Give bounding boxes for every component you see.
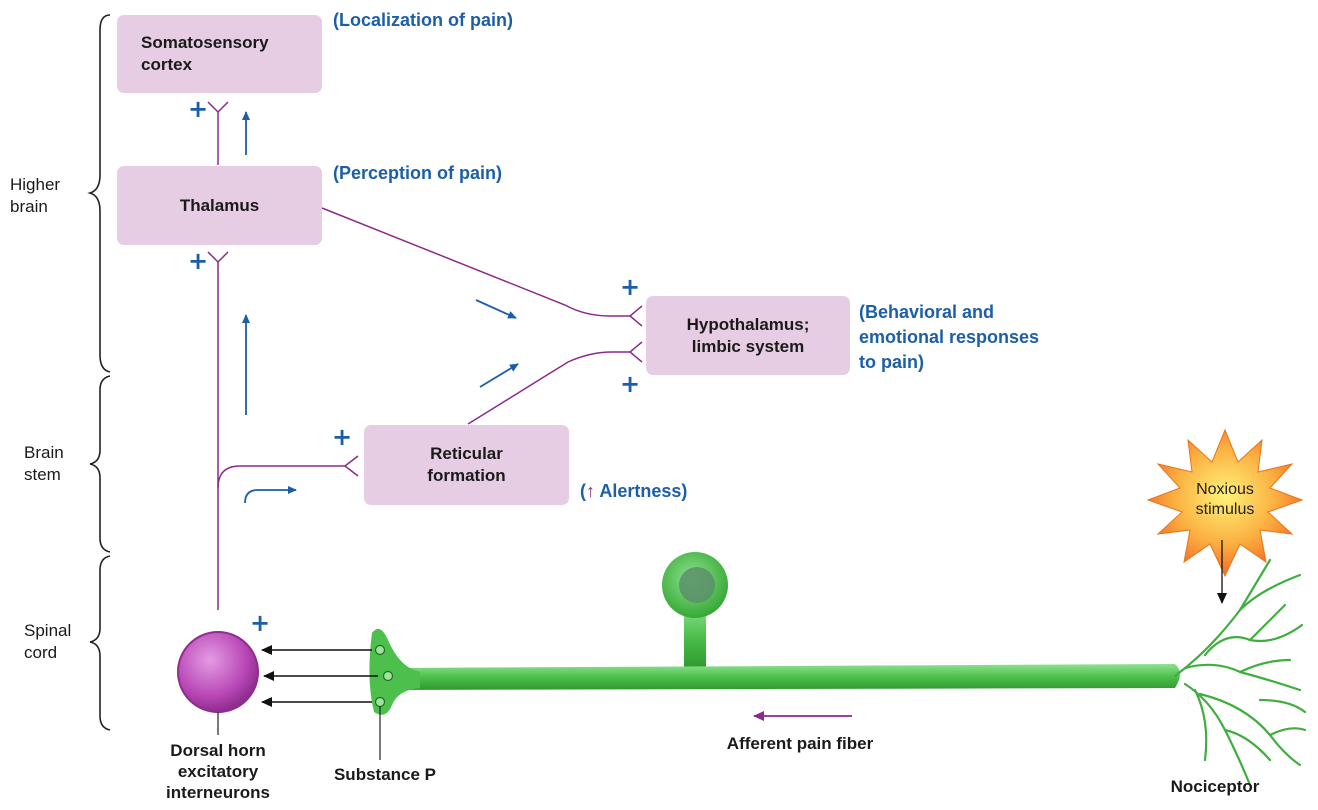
dorsal-horn-interneuron [177, 631, 259, 713]
region-higher-brain: Higher brain [10, 175, 61, 216]
alertness-up-arrow: ↑ [586, 481, 595, 501]
nociceptor-endings [1173, 558, 1307, 787]
ascending-pathway [207, 101, 643, 610]
plus-interneuron: + [250, 609, 271, 637]
label-substance-p: Substance P [333, 765, 437, 784]
label-noxious-stimulus: Noxious stimulus [1195, 481, 1255, 518]
region-spinal-cord: Spinal cord [24, 621, 72, 662]
plus-hypothalamus-top: + [620, 273, 641, 301]
note-perception: (Perception of pain) [333, 163, 503, 183]
plus-cortex: + [188, 95, 209, 123]
plus-reticular: + [332, 423, 353, 451]
arrow-thalamus-to-hypothalamus [475, 299, 517, 319]
brace-spinal-cord [89, 555, 111, 731]
substance-p-vesicle [374, 696, 386, 708]
arrow-reticular-to-hypothalamus [479, 363, 519, 388]
note-behavioral: (Behavioral and emotional responses to p… [859, 302, 1040, 372]
noxious-stimulus-burst [1146, 428, 1304, 578]
plus-hypothalamus-bottom: + [620, 370, 641, 398]
region-brain-stem: Brain stem [24, 443, 64, 484]
somatosensory-cortex-box: Somatosensory cortex [117, 15, 322, 93]
brace-brain-stem [89, 375, 111, 553]
reticular-formation-box: Reticular formation [364, 425, 569, 505]
note-alertness: (↑ Alertness) [580, 454, 687, 504]
note-localization: (Localization of pain) [333, 10, 513, 30]
flow-arrows [242, 111, 519, 504]
arrow-to-reticular [244, 486, 297, 504]
substance-p-vesicle [382, 670, 394, 682]
plus-thalamus: + [188, 247, 209, 275]
afferent-nucleus [679, 567, 715, 603]
hypothalamus-limbic-box: Hypothalamus; limbic system [646, 296, 850, 375]
substance-p-vesicle [374, 644, 386, 656]
afferent-neuron [369, 552, 1180, 760]
label-dorsal-horn: Dorsal horn excitatory interneurons [166, 741, 270, 802]
alertness-open-paren: ( [580, 481, 586, 501]
substance-p-arrows [261, 645, 378, 707]
thalamus-box: Thalamus [117, 166, 322, 245]
brace-higher-brain [87, 14, 111, 373]
label-nociceptor: Nociceptor [1170, 777, 1260, 796]
label-afferent-pain-fiber: Afferent pain fiber [726, 734, 874, 753]
afferent-axon [380, 664, 1180, 690]
alertness-text: Alertness) [599, 481, 688, 501]
